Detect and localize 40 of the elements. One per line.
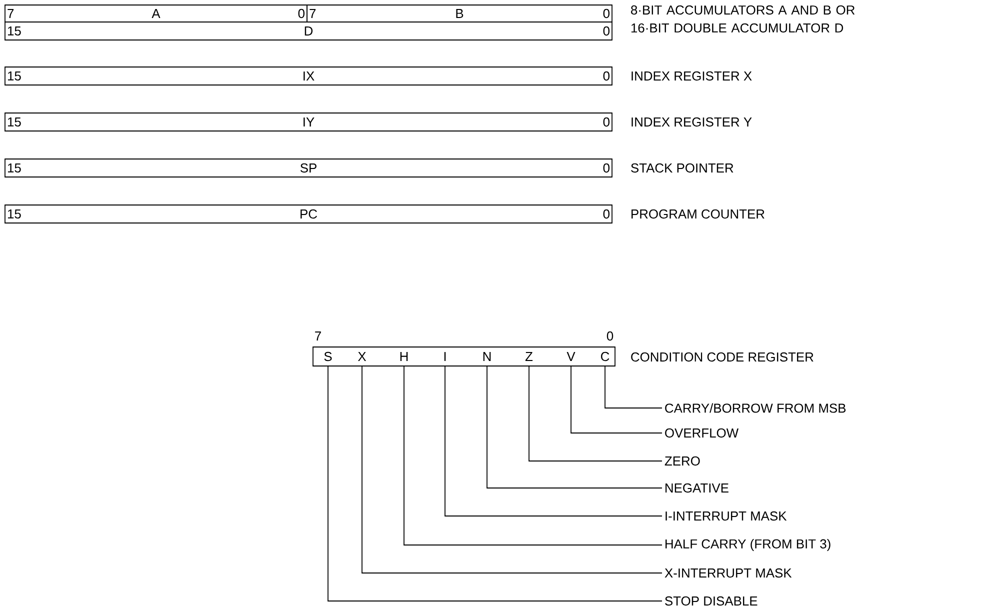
leader-line — [404, 366, 662, 546]
register-box: 15 D 0 — [4, 22, 612, 40]
leader-line — [604, 366, 662, 408]
register-label: INDEX REGISTER Y — [632, 117, 752, 127]
register-box: 15 PC 0 — [4, 204, 612, 224]
flag-bit: I — [444, 352, 446, 361]
flag-bit: C — [600, 352, 610, 362]
bit-number: 0 — [606, 331, 614, 341]
register-box: 15 IY 0 — [4, 112, 612, 132]
register-box: 7 B 0 — [306, 4, 612, 22]
flag-description: NEGATIVE — [666, 483, 728, 493]
flag-description: ZERO — [664, 456, 700, 466]
leader-line — [528, 366, 662, 462]
flag-bit: N — [483, 352, 491, 361]
register-label: STACK POINTER — [631, 163, 734, 173]
flag-bit: S — [324, 352, 332, 362]
bit-number: 7 — [315, 332, 321, 340]
flag-description: CARRY/BORROW FROM MSB — [665, 403, 846, 413]
register-box: 15 SP 0 — [4, 158, 612, 178]
flag-description: I-INTERRUPT MASK — [666, 511, 787, 521]
register-box: 15 IX 0 — [4, 66, 612, 86]
leader-line — [570, 366, 662, 434]
register-label: CONDITION CODE REGISTER — [631, 352, 814, 362]
leader-line — [486, 366, 662, 488]
leader-line — [328, 366, 662, 602]
flag-bit: H — [400, 352, 408, 361]
flag-bit: Z — [525, 352, 533, 361]
flag-description: X-INTERRUPT MASK — [664, 568, 792, 578]
flag-description: HALF CARRY (FROM BIT 3) — [666, 538, 830, 552]
flag-bit: X — [358, 352, 366, 361]
flag-description: OVERFLOW — [665, 428, 739, 438]
register-box: 7 A 0 — [4, 4, 308, 22]
leader-line — [362, 366, 662, 574]
flag-bit: V — [566, 352, 576, 361]
register-label: 8·BIT ACCUMULATORS A AND B OR 16·BIT DOUBLE ACCUMULATOR D — [631, 5, 855, 33]
leader-line — [444, 366, 662, 516]
register-label: INDEX REGISTER X — [632, 71, 752, 81]
flag-description: STOP DISABLE — [665, 596, 758, 606]
register-label: PROGRAM COUNTER — [632, 209, 764, 219]
register-box — [312, 346, 616, 366]
